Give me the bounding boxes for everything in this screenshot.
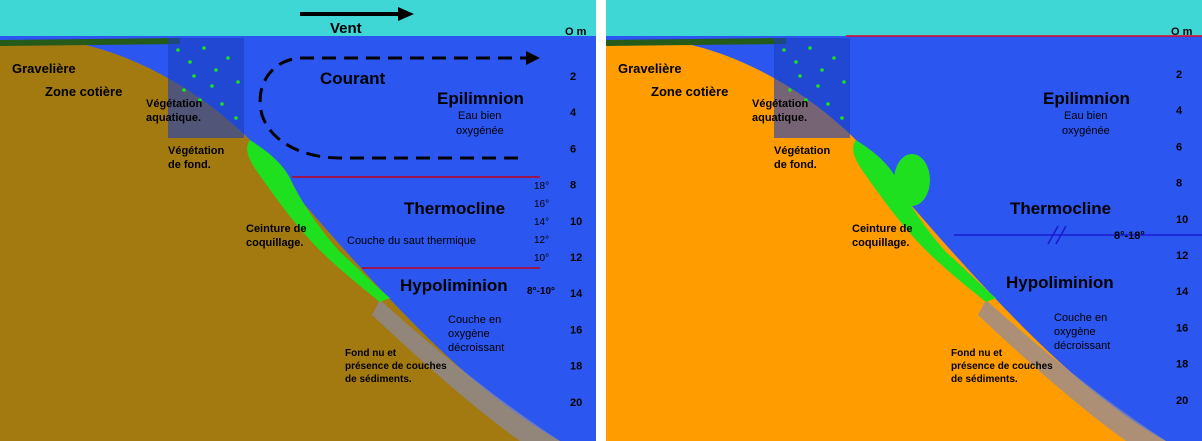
lake-diagram-summer: Vent O m 2 4 6 8 10 12 14 16 18 20 Gravelière Zon… bbox=[0, 0, 596, 441]
bottom-vegetation bbox=[247, 140, 390, 302]
current-arrows bbox=[258, 56, 528, 160]
oxygenee-label: oxygénée bbox=[456, 125, 504, 137]
aquatic-vegetation bbox=[168, 38, 244, 138]
temperature-tick-label: 10° bbox=[534, 253, 549, 264]
current-arrowhead bbox=[526, 51, 540, 65]
depth-unit: O m bbox=[565, 26, 587, 38]
depth-tick-label: 6 bbox=[1176, 141, 1182, 153]
fond-nu-label-3: de sédiments. bbox=[951, 374, 1018, 385]
depth-tick-label: 12 bbox=[570, 252, 582, 264]
sky-band bbox=[606, 0, 1202, 38]
veg-fond-label-1: Végétation bbox=[168, 145, 225, 157]
depth-tick-label: 4 bbox=[1176, 105, 1183, 117]
lake-diagram-winter: O m 2 4 6 8 10 12 14 16 18 20 8°-18° Gravelière Z… bbox=[606, 0, 1202, 441]
fond-nu-label-1: Fond nu et bbox=[951, 348, 1003, 359]
veg-fond-label-2: de fond. bbox=[774, 159, 817, 171]
decroissant-label: décroissant bbox=[448, 342, 504, 354]
depth-unit: O m bbox=[1171, 26, 1193, 38]
shoreline-reeds bbox=[0, 38, 180, 46]
epilimnion-label: Epilimnion bbox=[1043, 89, 1130, 108]
vegetation-clump bbox=[894, 154, 930, 206]
thermocline-label: Thermocline bbox=[404, 199, 505, 218]
oxygenee-label: oxygénée bbox=[1062, 125, 1110, 137]
depth-tick-label: 2 bbox=[570, 71, 576, 83]
ceinture-label-1: Ceinture de bbox=[852, 223, 913, 235]
depth-tick-label: 10 bbox=[1176, 214, 1188, 226]
fond-nu-label-1: Fond nu et bbox=[345, 348, 397, 359]
thermocline-break-mark bbox=[1047, 225, 1067, 245]
eau-bien-label: Eau bien bbox=[1064, 110, 1107, 122]
oxygene-label: oxygène bbox=[448, 328, 490, 340]
hypolimnion-label: Hypoliminion bbox=[400, 276, 508, 295]
depth-tick-label: 8 bbox=[570, 180, 576, 192]
depth-tick-label: 10 bbox=[570, 216, 582, 228]
courant-label: Courant bbox=[320, 69, 386, 88]
lake-diagram-right-svg: O m 2 4 6 8 10 12 14 16 18 20 8°-18° Gravelière Z… bbox=[606, 0, 1202, 441]
temp-thermo-label: 8°-18° bbox=[1114, 230, 1145, 242]
veg-fond-label-2: de fond. bbox=[168, 159, 211, 171]
depth-tick-label: 16 bbox=[1176, 322, 1188, 334]
veg-aquatique-label-2: aquatique. bbox=[146, 112, 201, 124]
graviere-label: Gravelière bbox=[12, 61, 76, 76]
fond-nu-label-2: présence de couches bbox=[345, 361, 447, 372]
hypolimnion-label: Hypoliminion bbox=[1006, 273, 1114, 292]
wind-arrow bbox=[300, 7, 414, 21]
depth-tick-label: 6 bbox=[570, 143, 576, 155]
sediment-layer bbox=[978, 300, 1166, 441]
temp-hypo-label: 8°-10° bbox=[527, 286, 555, 297]
eau-bien-label: Eau bien bbox=[458, 110, 501, 122]
depth-tick-label: 4 bbox=[570, 107, 577, 119]
depth-tick-label: 2 bbox=[1176, 69, 1182, 81]
temperature-tick-label: 14° bbox=[534, 217, 549, 228]
oxygene-label: oxygène bbox=[1054, 326, 1096, 338]
couche-en-label: Couche en bbox=[448, 314, 501, 326]
shoreline-reeds bbox=[606, 38, 786, 46]
thermocline-label: Thermocline bbox=[1010, 199, 1111, 218]
ceinture-label-2: coquillage. bbox=[246, 237, 303, 249]
depth-tick-label: 20 bbox=[570, 397, 582, 409]
veg-fond-label-1: Végétation bbox=[774, 145, 831, 157]
lake-diagram-left-svg: Vent O m 2 4 6 8 10 12 14 16 18 20 Gravelière Zon… bbox=[0, 0, 596, 441]
depth-tick-label: 16 bbox=[570, 324, 582, 336]
depth-tick-label: 18 bbox=[1176, 359, 1188, 371]
epilimnion-label: Epilimnion bbox=[437, 89, 524, 108]
ceinture-label-1: Ceinture de bbox=[246, 223, 307, 235]
depth-tick-label: 18 bbox=[570, 361, 582, 373]
depth-tick-label: 14 bbox=[570, 288, 583, 300]
temperature-labels: 18° 16° 14° 12° 10° bbox=[534, 181, 549, 264]
aquatic-vegetation-dots bbox=[176, 46, 240, 120]
fond-nu-label-3: de sédiments. bbox=[345, 374, 412, 385]
temperature-tick-label: 18° bbox=[534, 181, 549, 192]
graviere-label: Gravelière bbox=[618, 61, 682, 76]
sediment-layer bbox=[372, 300, 560, 441]
veg-aquatique-label-2: aquatique. bbox=[752, 112, 807, 124]
depth-tick-label: 20 bbox=[1176, 395, 1188, 407]
aquatic-vegetation-dots bbox=[782, 46, 846, 120]
depth-tick-label: 12 bbox=[1176, 250, 1188, 262]
zone-cotiere-label: Zone cotière bbox=[651, 84, 728, 99]
zone-cotiere-label: Zone cotière bbox=[45, 84, 122, 99]
depth-tick-label: 8 bbox=[1176, 178, 1182, 190]
bottom-vegetation bbox=[853, 140, 996, 302]
decroissant-label: décroissant bbox=[1054, 340, 1110, 352]
sky-band bbox=[0, 0, 596, 38]
veg-aquatique-label-1: Végétation bbox=[752, 98, 809, 110]
temperature-tick-label: 16° bbox=[534, 199, 549, 210]
depth-tick-label: 14 bbox=[1176, 286, 1189, 298]
saut-thermique-label: Couche du saut thermique bbox=[347, 235, 476, 247]
depth-scale: 2 4 6 8 10 12 14 16 18 20 bbox=[1176, 69, 1189, 407]
aquatic-vegetation bbox=[774, 38, 850, 138]
couche-en-label: Couche en bbox=[1054, 312, 1107, 324]
temperature-tick-label: 12° bbox=[534, 235, 549, 246]
depth-scale: 2 4 6 8 10 12 14 16 18 20 bbox=[570, 71, 583, 409]
ceinture-label-2: coquillage. bbox=[852, 237, 909, 249]
wind-label: Vent bbox=[330, 20, 362, 37]
fond-nu-label-2: présence de couches bbox=[951, 361, 1053, 372]
veg-aquatique-label-1: Végétation bbox=[146, 98, 203, 110]
